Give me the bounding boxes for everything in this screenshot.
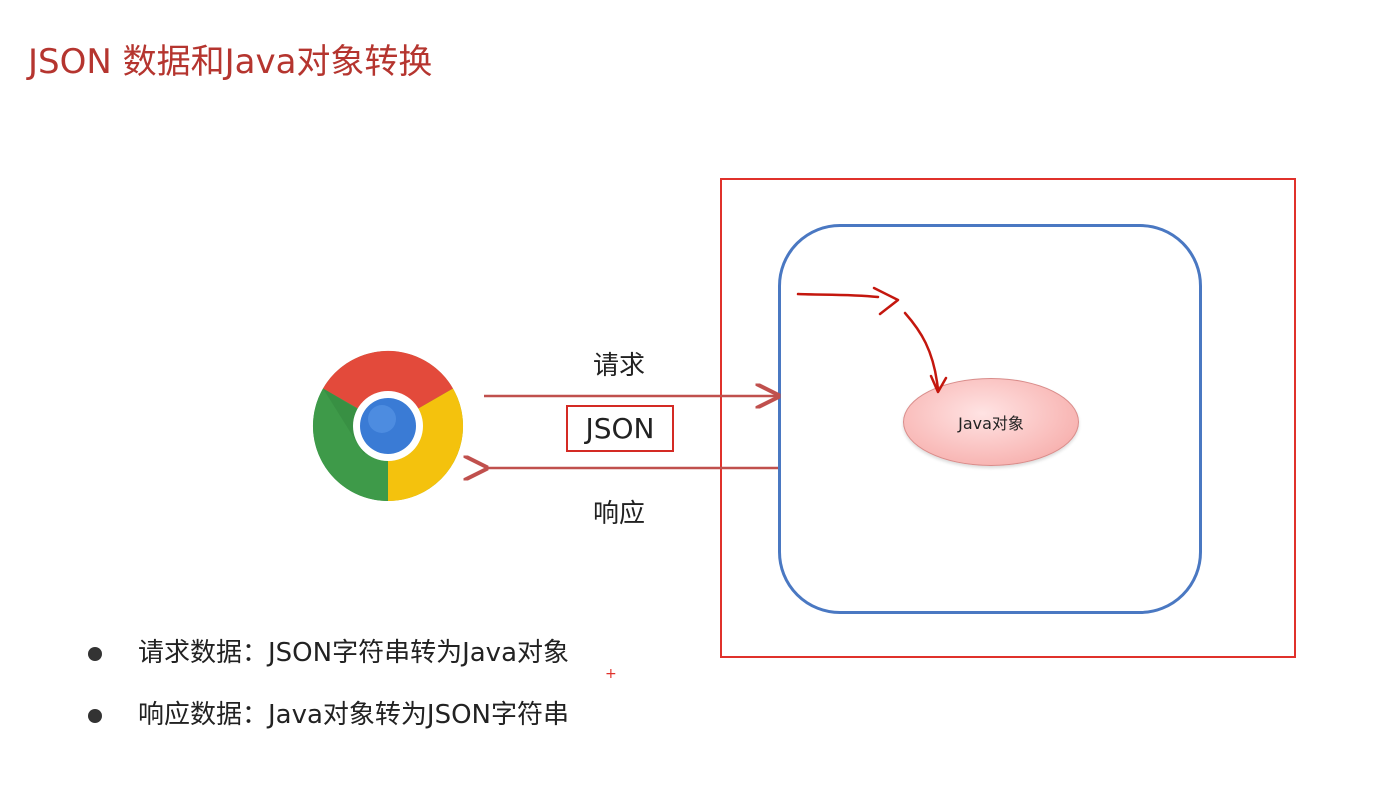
json-tag: JSON (566, 405, 674, 452)
bullet-text: 请求数据：JSON字符串转为Java对象 (138, 638, 570, 668)
bullet-dot (88, 647, 102, 661)
java-object-ellipse: Java对象 (903, 378, 1079, 466)
container-box (778, 224, 1202, 614)
request-label: 请求 (593, 351, 646, 381)
bullet-text: 响应数据：Java对象转为JSON字符串 (138, 700, 570, 730)
bullet-list: 请求数据：JSON字符串转为Java对象 响应数据：Java对象转为JSON字符… (88, 630, 569, 754)
bullet-dot (88, 709, 102, 723)
json-tag-label: JSON (585, 412, 655, 445)
plus-cursor-icon: + (605, 666, 617, 682)
bullet-item-request: 请求数据：JSON字符串转为Java对象 (88, 630, 569, 692)
server-box (720, 178, 1296, 658)
bullet-item-response: 响应数据：Java对象转为JSON字符串 (88, 692, 569, 754)
page-title: JSON 数据和Java对象转换 (28, 42, 433, 82)
java-object-label: Java对象 (958, 414, 1024, 433)
response-label: 响应 (593, 499, 646, 529)
chrome-browser-icon (312, 350, 464, 501)
